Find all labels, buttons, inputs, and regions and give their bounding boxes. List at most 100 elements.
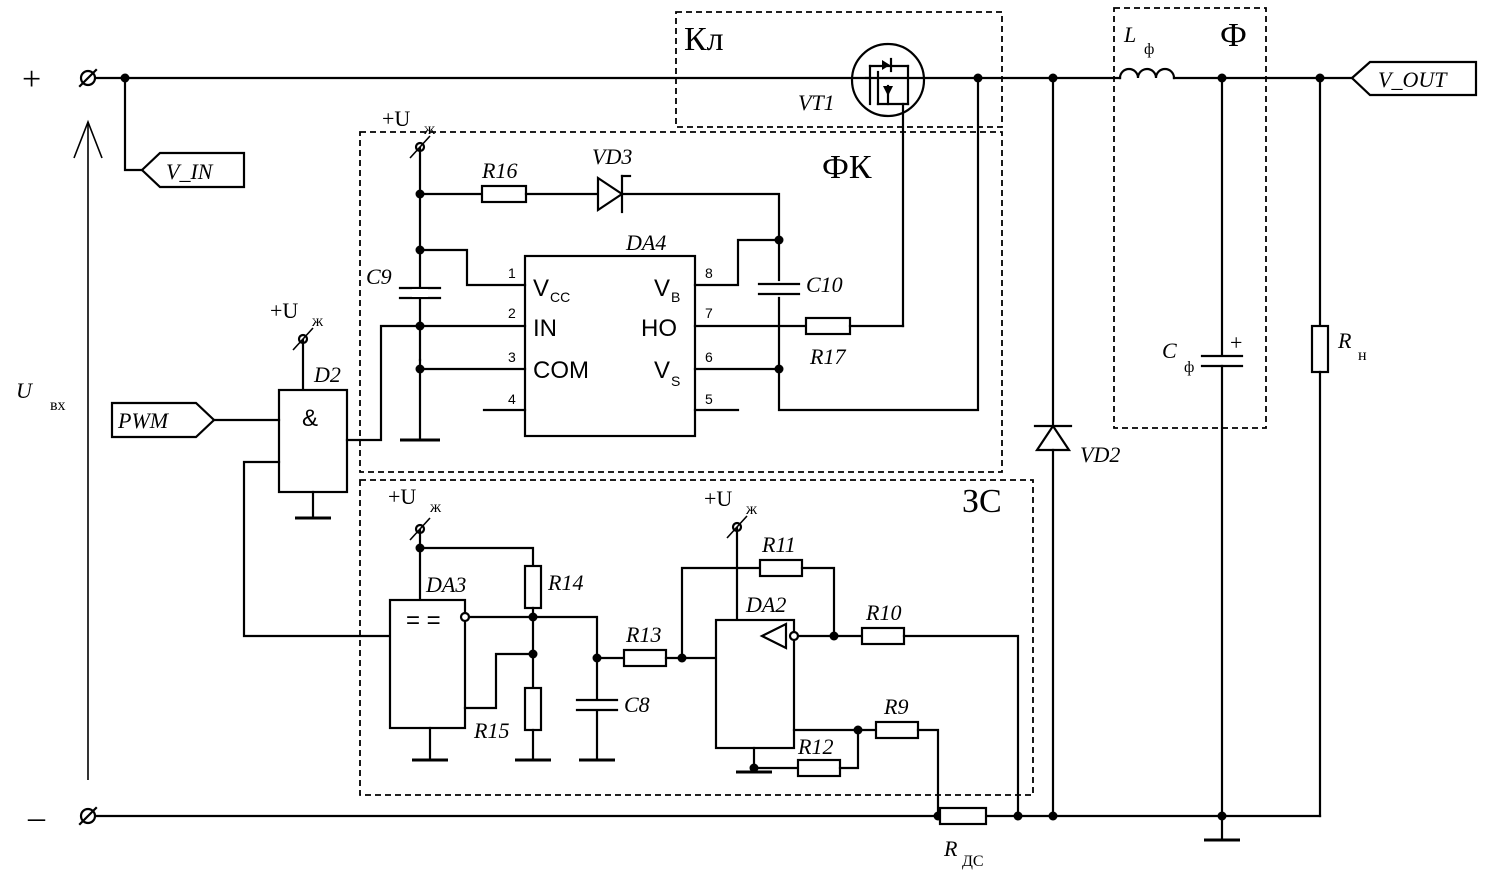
- svg-text:R9: R9: [883, 694, 908, 719]
- capacitor-c-f: + C ф: [1162, 330, 1244, 376]
- svg-text:COM: COM: [533, 357, 589, 384]
- terminal-minus: –: [27, 799, 98, 836]
- supply-fk: +U ж: [382, 106, 436, 362]
- diode-vd3: VD3: [592, 144, 632, 214]
- svg-text:PWM: PWM: [117, 408, 170, 433]
- block-zs-label: ЗС: [962, 483, 1002, 520]
- transistor-vt1: VT1: [798, 42, 926, 328]
- svg-text:D2: D2: [313, 362, 341, 387]
- svg-text:2: 2: [508, 305, 516, 321]
- svg-text:V: V: [654, 275, 670, 302]
- svg-text:C8: C8: [624, 692, 650, 717]
- svg-text:ж: ж: [429, 499, 442, 516]
- input-voltage-arrow: U вх: [16, 119, 103, 780]
- resistor-r16: R16: [480, 158, 528, 204]
- svg-text:–: –: [27, 799, 46, 836]
- svg-text:V_IN: V_IN: [166, 159, 214, 184]
- supply-da3: +U ж: [388, 484, 442, 602]
- svg-text:B: B: [671, 289, 680, 305]
- svg-text:3: 3: [508, 349, 516, 365]
- svg-text:ж: ж: [745, 501, 758, 518]
- svg-text:R15: R15: [473, 718, 509, 743]
- block-f-label: Ф: [1220, 17, 1247, 54]
- diode-vd2: VD2: [1033, 424, 1120, 467]
- svg-text:VT1: VT1: [798, 90, 835, 115]
- svg-text:+U: +U: [704, 486, 732, 511]
- resistor-r9: R9: [874, 694, 920, 740]
- resistor-r13: R13: [622, 622, 668, 668]
- and-gate-d2: & D2: [277, 362, 349, 494]
- block-fk-label: ФК: [822, 149, 872, 186]
- port-v-in: V_IN: [140, 151, 246, 189]
- svg-text:DA3: DA3: [425, 572, 466, 597]
- svg-text:7: 7: [705, 305, 713, 321]
- svg-text:R: R: [1337, 328, 1352, 353]
- svg-text:+: +: [22, 61, 41, 98]
- svg-text:IN: IN: [533, 315, 557, 342]
- svg-text:1: 1: [508, 265, 516, 281]
- svg-text:VD3: VD3: [592, 144, 632, 169]
- svg-text:R14: R14: [547, 570, 583, 595]
- svg-text:5: 5: [705, 391, 713, 407]
- block-fk: [359, 131, 1003, 473]
- svg-text:CC: CC: [550, 289, 570, 305]
- svg-text:R11: R11: [761, 532, 796, 557]
- svg-text:вх: вх: [50, 397, 66, 414]
- block-kl: [675, 11, 1003, 128]
- svg-text:HO: HO: [641, 315, 677, 342]
- svg-text:ф: ф: [1144, 41, 1154, 58]
- svg-text:+: +: [1230, 330, 1242, 355]
- svg-text:C9: C9: [366, 264, 392, 289]
- svg-text:&: &: [302, 405, 318, 432]
- svg-text:C: C: [1162, 338, 1177, 363]
- block-kl-label: Кл: [684, 21, 724, 58]
- opamp-da2: DA2: [714, 592, 800, 750]
- svg-text:R13: R13: [625, 622, 661, 647]
- port-pwm: PWM: [110, 401, 216, 439]
- comparator-da3: = = DA3: [388, 572, 471, 730]
- resistor-r10: R10: [860, 600, 906, 646]
- svg-text:R17: R17: [809, 344, 846, 369]
- capacitor-c8: C8: [575, 692, 650, 717]
- svg-text:DA2: DA2: [745, 592, 786, 617]
- block-f: [1113, 7, 1267, 429]
- svg-text:+U: +U: [382, 106, 410, 131]
- svg-text:+U: +U: [388, 484, 416, 509]
- svg-text:V_OUT: V_OUT: [1378, 67, 1448, 92]
- svg-text:н: н: [1358, 347, 1367, 364]
- block-zs: [359, 479, 1034, 796]
- svg-text:VD2: VD2: [1080, 442, 1120, 467]
- svg-text:V: V: [533, 275, 549, 302]
- resistor-r14: R14: [523, 564, 583, 610]
- svg-text:DA4: DA4: [625, 230, 666, 255]
- svg-text:L: L: [1123, 22, 1136, 47]
- svg-text:ж: ж: [423, 121, 436, 138]
- svg-text:R16: R16: [481, 158, 517, 183]
- svg-text:R10: R10: [865, 600, 901, 625]
- port-v-out: V_OUT: [1350, 60, 1478, 97]
- capacitor-c10: C10: [757, 272, 843, 297]
- svg-text:C10: C10: [806, 272, 843, 297]
- svg-text:V: V: [654, 357, 670, 384]
- supply-d2: +U ж: [270, 298, 324, 392]
- terminal-plus: +: [22, 61, 98, 98]
- svg-text:ф: ф: [1184, 359, 1194, 376]
- resistor-r12: R12: [796, 734, 842, 778]
- svg-text:6: 6: [705, 349, 713, 365]
- resistor-r11: R11: [758, 532, 804, 578]
- svg-text:R: R: [943, 836, 958, 861]
- inductor-l-f: L ф: [1118, 22, 1176, 80]
- capacitor-c9: C9: [366, 264, 442, 300]
- supply-da2: +U ж: [704, 486, 758, 622]
- resistor-r-n: R н: [1310, 324, 1367, 374]
- svg-text:= =: = =: [406, 607, 441, 634]
- svg-text:ДС: ДС: [962, 853, 984, 870]
- svg-text:+U: +U: [270, 298, 298, 323]
- resistor-r-ds: R ДС: [938, 806, 988, 870]
- resistor-r15: R15: [473, 686, 543, 743]
- svg-text:R12: R12: [797, 734, 833, 759]
- svg-text:U: U: [16, 378, 34, 403]
- svg-text:4: 4: [508, 391, 516, 407]
